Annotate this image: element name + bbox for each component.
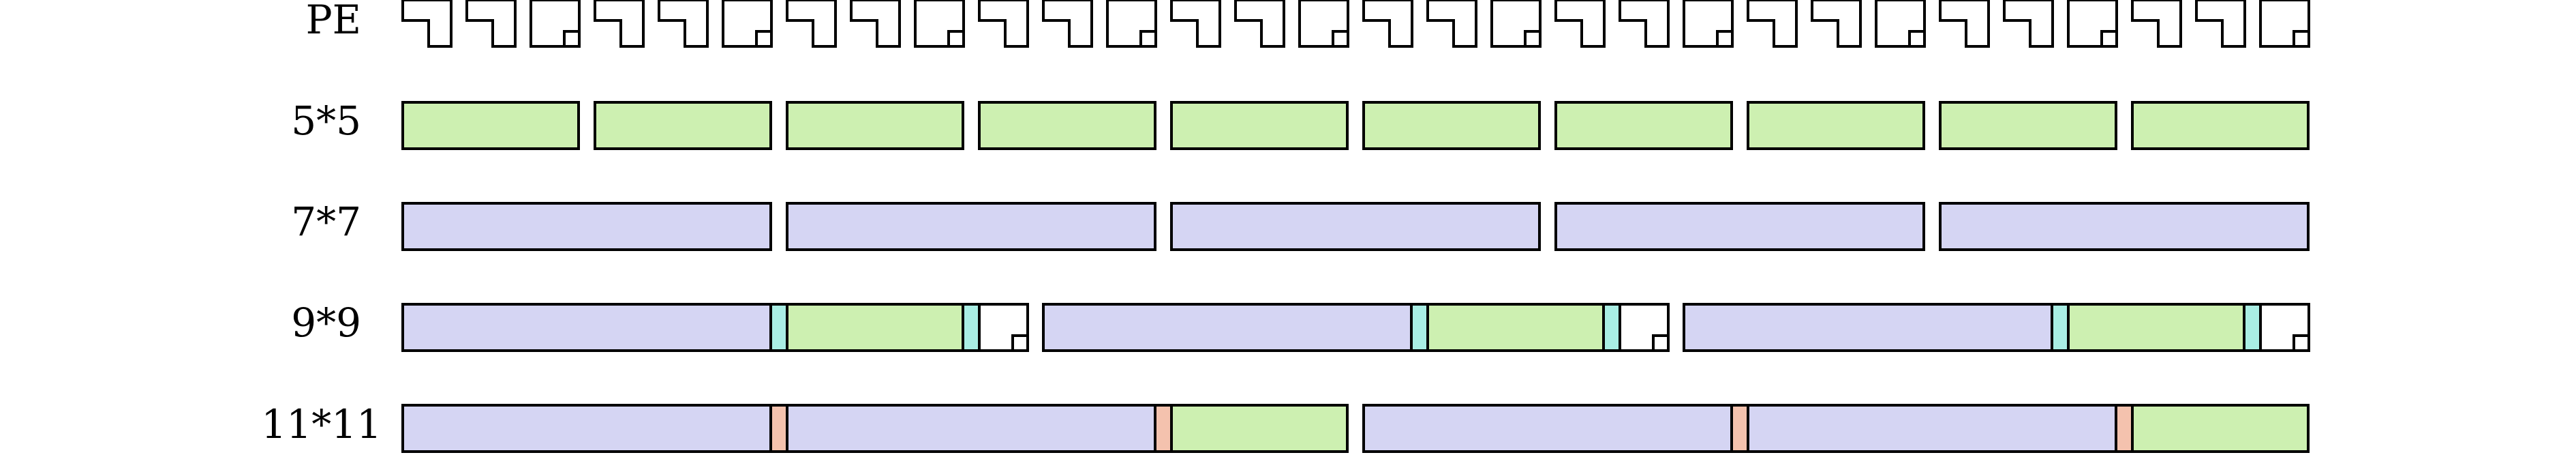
pe-cell-corner bbox=[1332, 30, 1349, 48]
pe-cell bbox=[594, 0, 645, 48]
row-label-pe: PE bbox=[306, 0, 361, 43]
pe-cell bbox=[722, 0, 773, 48]
kernel-9x9-part-a bbox=[1042, 303, 1413, 352]
pe-cell-corner bbox=[1716, 30, 1734, 48]
kernel-5x5-block bbox=[1747, 101, 1925, 150]
kernel-9x9-link bbox=[1410, 303, 1429, 352]
pe-cell bbox=[1426, 0, 1477, 48]
pe-cell bbox=[1042, 0, 1093, 48]
kernel-9x9-link bbox=[2051, 303, 2070, 352]
kernel-9x9-part-b bbox=[1426, 303, 1605, 352]
kernel-9x9-pe-cell-corner bbox=[2293, 334, 2310, 352]
pe-cell bbox=[1939, 0, 1990, 48]
kernel-9x9-link bbox=[1602, 303, 1621, 352]
pe-cell bbox=[914, 0, 965, 48]
kernel-5x5-block bbox=[1170, 101, 1349, 150]
pe-cell bbox=[850, 0, 901, 48]
kernel-7x7-block bbox=[401, 202, 772, 251]
pe-cell bbox=[1234, 0, 1285, 48]
row-label-7x7: 7*7 bbox=[291, 199, 361, 245]
kernel-11x11-link bbox=[2115, 404, 2134, 453]
pe-cell bbox=[2067, 0, 2118, 48]
kernel-5x5-block bbox=[1554, 101, 1733, 150]
kernel-9x9-pe-cell-corner bbox=[1011, 334, 1029, 352]
row-label-5x5: 5*5 bbox=[291, 98, 361, 144]
pe-cell bbox=[1490, 0, 1542, 48]
pe-cell bbox=[1298, 0, 1349, 48]
pe-cell-corner bbox=[755, 30, 773, 48]
kernel-5x5-block bbox=[786, 101, 964, 150]
kernel-11x11-part-b bbox=[786, 404, 1156, 453]
pe-cell bbox=[1747, 0, 1798, 48]
pe-cell bbox=[2195, 0, 2246, 48]
pe-cell-corner bbox=[1139, 30, 1157, 48]
kernel-11x11-link bbox=[1154, 404, 1173, 453]
kernel-11x11-part-c bbox=[2131, 404, 2310, 453]
pe-cell bbox=[978, 0, 1029, 48]
kernel-9x9-pe-cell bbox=[1619, 303, 1670, 352]
kernel-5x5-block bbox=[594, 101, 772, 150]
pe-cell bbox=[2131, 0, 2182, 48]
kernel-11x11-part-a bbox=[401, 404, 772, 453]
kernel-7x7-block bbox=[786, 202, 1156, 251]
pe-cell bbox=[1683, 0, 1734, 48]
kernel-7x7-block bbox=[1939, 202, 2310, 251]
pe-cell bbox=[401, 0, 453, 48]
kernel-9x9-part-b bbox=[786, 303, 964, 352]
kernel-9x9-link bbox=[769, 303, 788, 352]
kernel-9x9-link bbox=[962, 303, 981, 352]
kernel-9x9-part-b bbox=[2067, 303, 2245, 352]
pe-cell bbox=[1106, 0, 1157, 48]
pe-cell-corner bbox=[2293, 30, 2310, 48]
kernel-9x9-part-a bbox=[1683, 303, 2053, 352]
pe-cell bbox=[1362, 0, 1413, 48]
pe-cell bbox=[786, 0, 837, 48]
pe-cell-corner bbox=[1908, 30, 1926, 48]
pe-cell bbox=[1811, 0, 1862, 48]
kernel-11x11-part-b bbox=[1747, 404, 2117, 453]
kernel-11x11-link bbox=[1730, 404, 1749, 453]
kernel-9x9-pe-cell-corner bbox=[1652, 334, 1670, 352]
pe-cell bbox=[1170, 0, 1221, 48]
kernel-5x5-block bbox=[978, 101, 1156, 150]
pe-cell bbox=[465, 0, 517, 48]
pe-cell bbox=[2003, 0, 2054, 48]
kernel-5x5-block bbox=[401, 101, 580, 150]
kernel-7x7-block bbox=[1554, 202, 1925, 251]
row-label-11x11: 11*11 bbox=[261, 401, 382, 447]
pe-cell bbox=[1554, 0, 1606, 48]
pe-cell bbox=[658, 0, 709, 48]
pe-cell bbox=[1875, 0, 1926, 48]
kernel-9x9-link bbox=[2243, 303, 2262, 352]
pe-cell-corner bbox=[947, 30, 965, 48]
row-label-9x9: 9*9 bbox=[291, 299, 361, 346]
pe-cell bbox=[530, 0, 581, 48]
kernel-11x11-part-a bbox=[1362, 404, 1733, 453]
pe-cell-corner bbox=[1524, 30, 1542, 48]
pe-cell-corner bbox=[2100, 30, 2118, 48]
kernel-5x5-block bbox=[2131, 101, 2310, 150]
pe-cell-corner bbox=[563, 30, 581, 48]
kernel-9x9-pe-cell bbox=[2259, 303, 2310, 352]
kernel-5x5-block bbox=[1939, 101, 2117, 150]
kernel-9x9-part-a bbox=[401, 303, 772, 352]
kernel-9x9-pe-cell bbox=[978, 303, 1029, 352]
kernel-5x5-block bbox=[1362, 101, 1541, 150]
pe-cell bbox=[1619, 0, 1670, 48]
kernel-11x11-link bbox=[769, 404, 788, 453]
pe-cell bbox=[2259, 0, 2310, 48]
kernel-11x11-part-c bbox=[1170, 404, 1349, 453]
kernel-7x7-block bbox=[1170, 202, 1541, 251]
